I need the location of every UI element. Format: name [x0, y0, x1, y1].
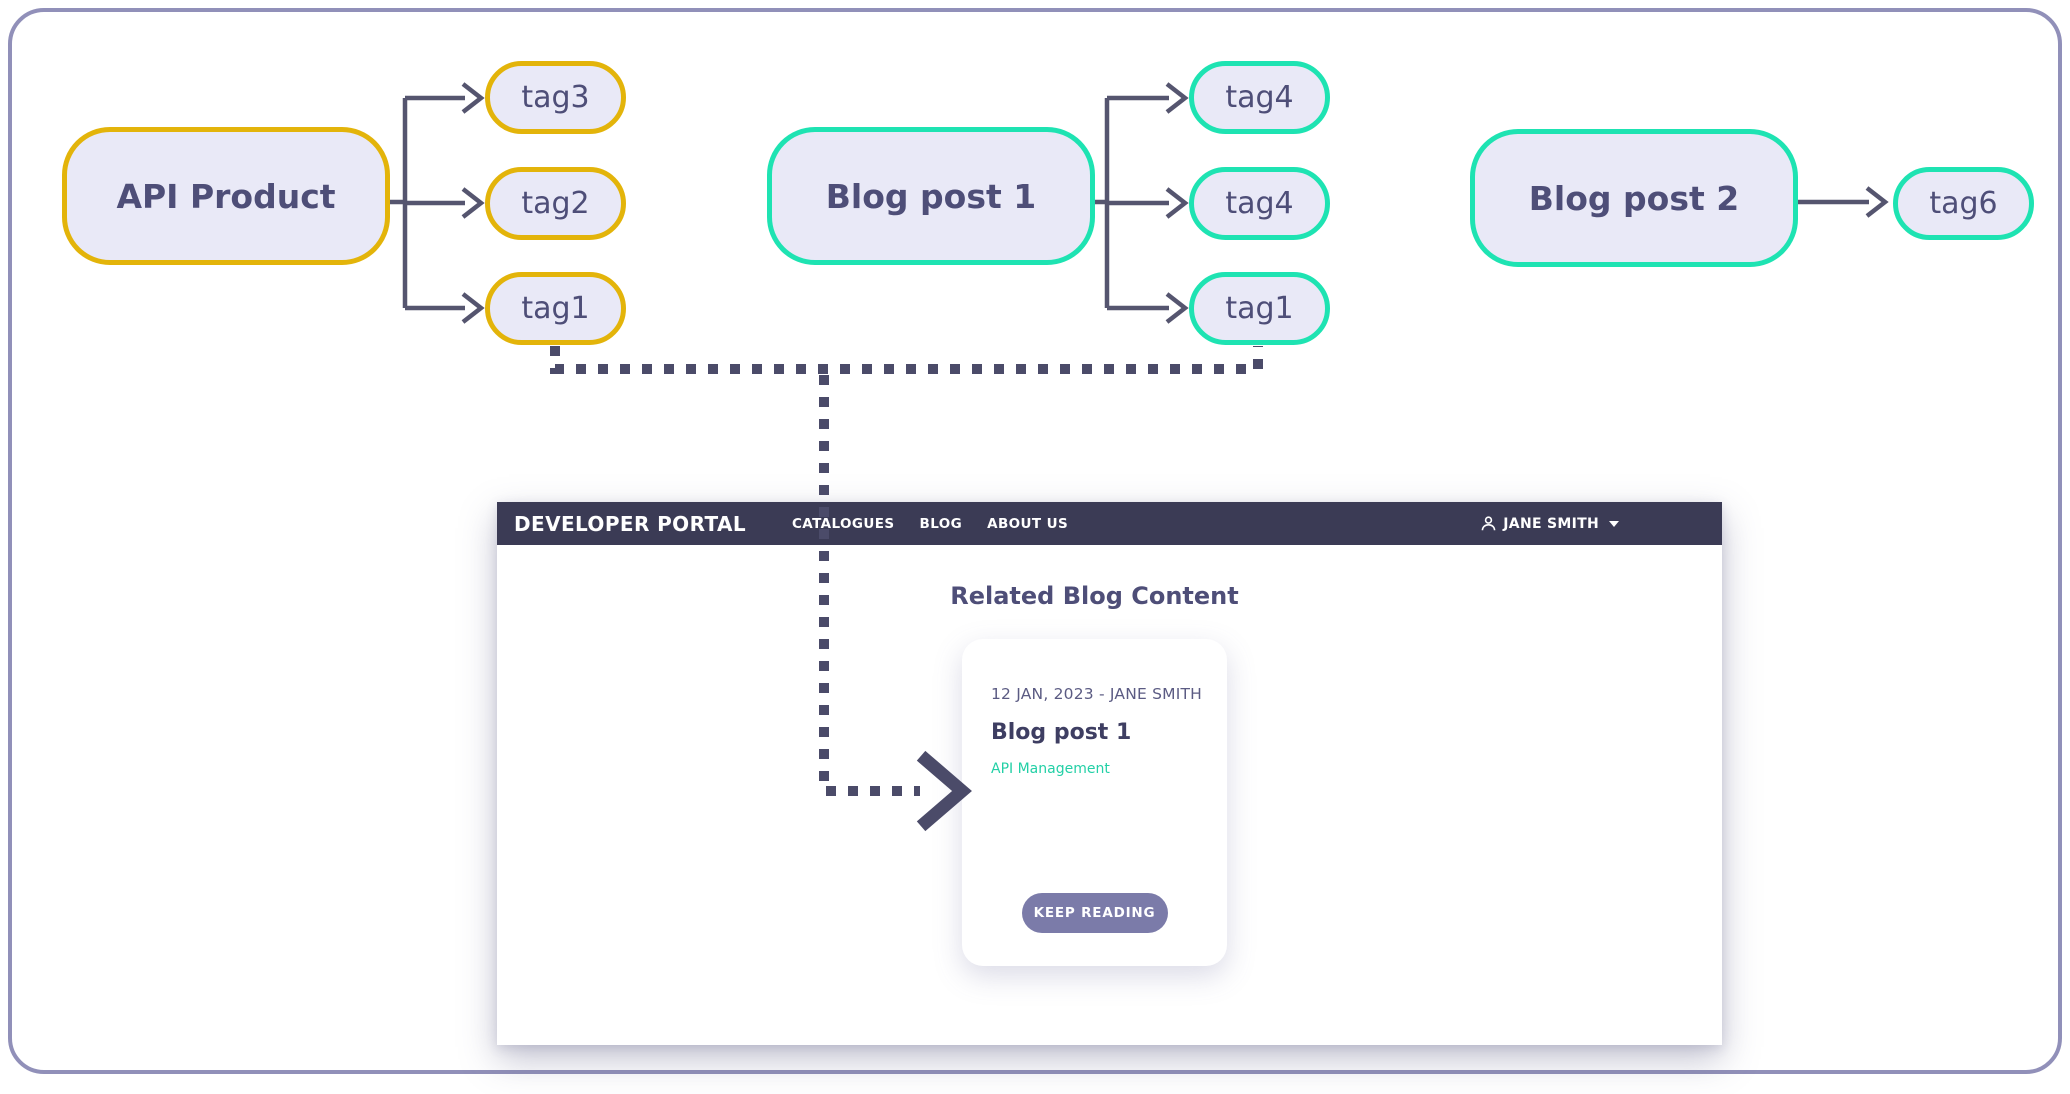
node-tag1-left: tag1	[485, 272, 626, 345]
tag-label: tag4	[1225, 80, 1294, 115]
node-label: Blog post 2	[1528, 178, 1740, 218]
node-tag2: tag2	[485, 167, 626, 240]
node-tag1-mid: tag1	[1189, 272, 1330, 345]
node-tag3: tag3	[485, 61, 626, 134]
arrowhead-icon	[1865, 186, 1889, 218]
blog-card-tag-link[interactable]: API Management	[991, 761, 1110, 777]
node-blog-post-1: Blog post 1	[767, 127, 1095, 265]
blog-card-meta: 12 JAN, 2023 - JANE SMITH	[991, 685, 1203, 703]
node-label: API Product	[116, 176, 336, 216]
portal-navbar: DEVELOPER PORTAL CATALOGUES BLOG ABOUT U…	[497, 502, 1722, 545]
tag-label: tag2	[521, 186, 590, 221]
blog-card-title: Blog post 1	[991, 720, 1132, 745]
tag-label: tag6	[1929, 186, 1998, 221]
portal-menu: CATALOGUES BLOG ABOUT US	[792, 516, 1068, 532]
developer-portal-window: DEVELOPER PORTAL CATALOGUES BLOG ABOUT U…	[497, 502, 1722, 1045]
user-icon	[1481, 516, 1496, 531]
user-menu[interactable]: JANE SMITH	[1480, 515, 1619, 532]
menu-item-about-us[interactable]: ABOUT US	[987, 515, 1069, 532]
chevron-down-icon	[1609, 520, 1619, 527]
arrowhead-icon	[461, 82, 485, 324]
tag-label: tag3	[521, 80, 590, 115]
node-tag4-b: tag4	[1189, 167, 1330, 240]
node-blog-post-2: Blog post 2	[1470, 129, 1798, 267]
node-label: Blog post 1	[825, 176, 1037, 216]
node-api-product: API Product	[62, 127, 390, 265]
tag-label: tag1	[521, 291, 590, 326]
tag-label: tag1	[1225, 291, 1294, 326]
node-tag4-a: tag4	[1189, 61, 1330, 134]
keep-reading-button[interactable]: KEEP READING	[1021, 893, 1168, 933]
menu-item-blog[interactable]: BLOG	[919, 515, 963, 532]
canvas-frame: API Product tag3 tag2 tag1 Blog post 1 t…	[8, 8, 2062, 1074]
portal-brand: DEVELOPER PORTAL	[514, 511, 746, 536]
menu-item-catalogues[interactable]: CATALOGUES	[792, 515, 895, 532]
blog-card: 12 JAN, 2023 - JANE SMITH Blog post 1 AP…	[962, 639, 1227, 966]
tag-label: tag4	[1225, 186, 1294, 221]
section-heading: Related Blog Content	[950, 582, 1239, 610]
node-tag6: tag6	[1893, 167, 2034, 240]
arrowhead-icon	[1165, 82, 1189, 324]
user-name: JANE SMITH	[1503, 515, 1599, 532]
